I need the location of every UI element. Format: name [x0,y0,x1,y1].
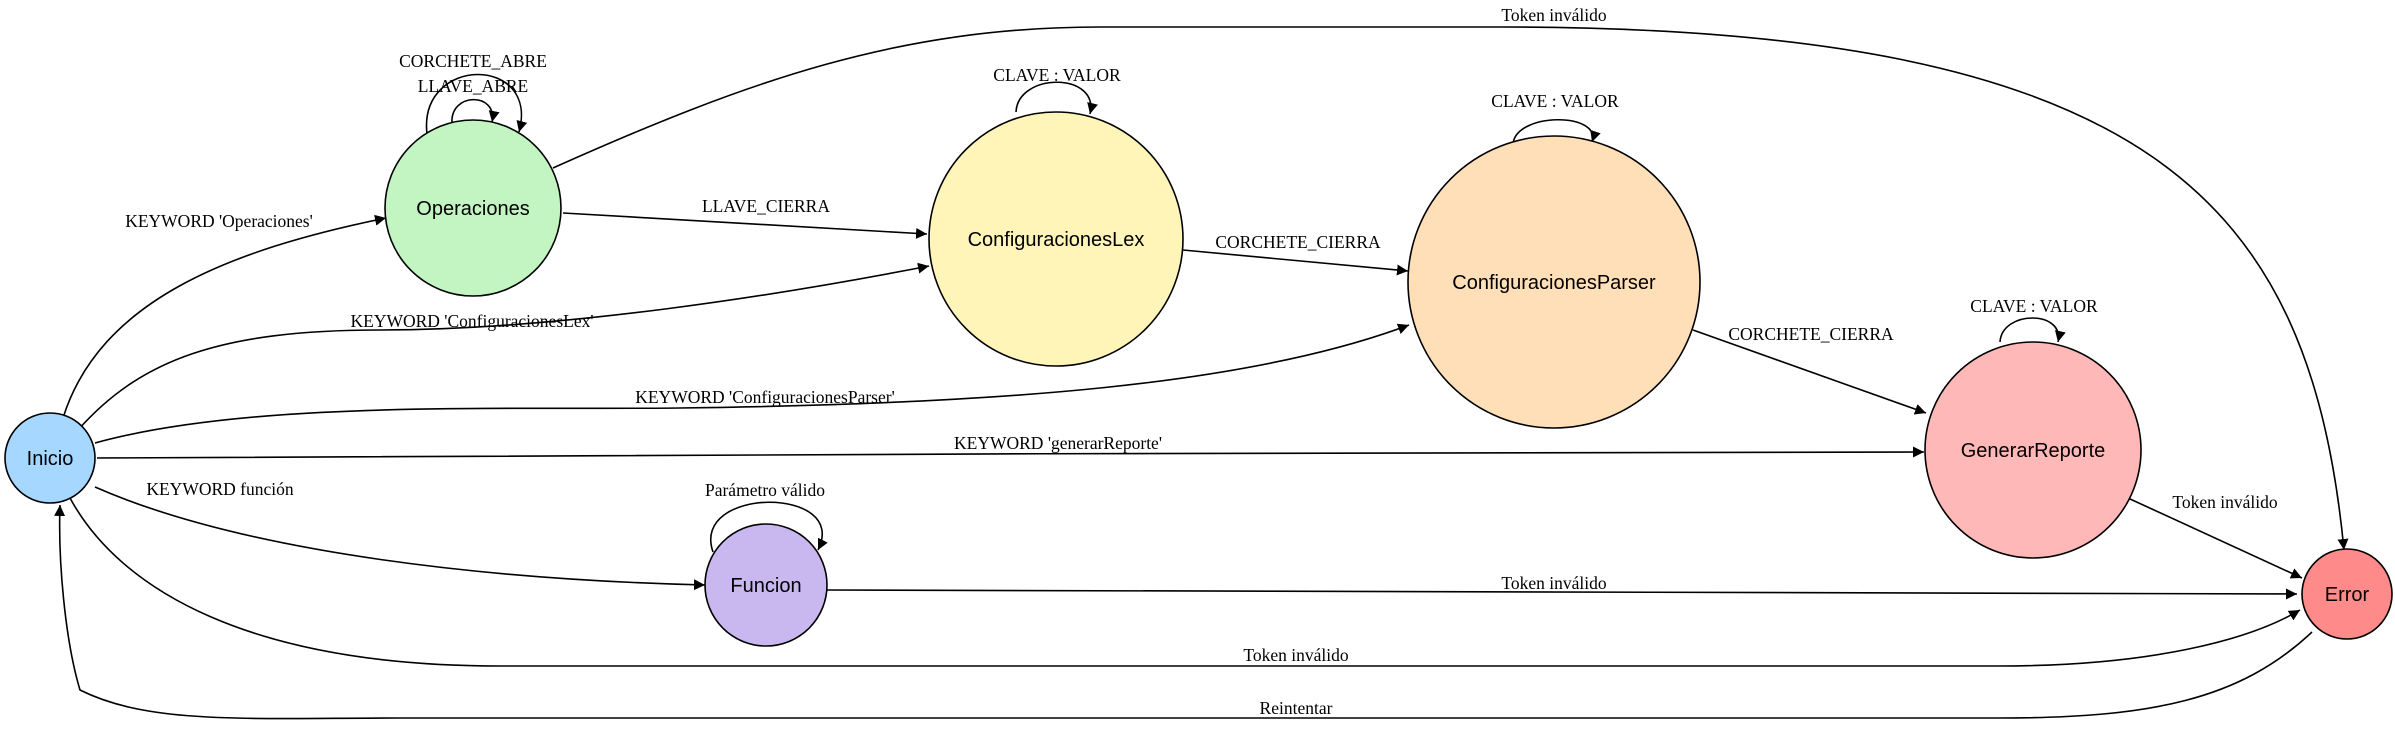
label-llave-cierra: LLAVE_CIERRA [702,196,830,216]
edge-funcion-error [825,588,2298,600]
edge-inicio-generar [96,446,1925,459]
node-confparser[interactable]: ConfiguracionesParser [1407,135,1701,429]
label-kw-conflex: KEYWORD 'ConfiguracionesLex' [351,311,594,331]
label-param-valido: Parámetro válido [705,480,825,500]
node-confparser-circle [1407,135,1701,429]
label-kw-confparser: KEYWORD 'ConfiguracionesParser' [635,387,895,407]
edge-labels: Token inválido CORCHETE_ABRE LLAVE_ABRE … [125,5,2278,718]
edge-inicio-confparser [94,323,1410,444]
edge-inicio-conflex [77,262,930,431]
edge-funcion-loop [709,501,828,553]
node-inicio-circle [4,412,96,504]
label-kw-generar: KEYWORD 'generarReporte' [954,433,1162,453]
label-kw-funcion: KEYWORD función [146,479,294,499]
edge-generar-loop [1999,317,2066,343]
node-operaciones-circle [384,119,562,297]
node-conflex-circle [928,111,1184,367]
node-confparser-label: ConfiguracionesParser [1452,272,1656,294]
label-conflex-loop: CLAVE : VALOR [993,65,1121,85]
label-corchete-abre: CORCHETE_ABRE [399,51,547,71]
edge-error-inicio [54,504,2313,720]
label-confparser-loop: CLAVE : VALOR [1491,91,1619,111]
node-funcion[interactable]: Funcion [704,523,828,647]
label-generar-error: Token inválido [2172,492,2277,512]
edge-conflex-loop [1015,81,1098,115]
edge-inicio-operaciones [62,214,387,419]
label-operaciones-error: Token inválido [1501,5,1606,25]
node-inicio[interactable]: Inicio [4,412,96,504]
nodes: Inicio Operaciones ConfiguracionesLex Co… [4,111,2393,647]
edge-inicio-funcion [94,486,706,591]
edge-confparser-loop [1512,119,1601,145]
label-generar-loop: CLAVE : VALOR [1970,296,2098,316]
label-reintentar: Reintentar [1260,698,1333,718]
label-corchete-cierra-lex: CORCHETE_CIERRA [1215,232,1381,252]
node-generar[interactable]: GenerarReporte [1924,341,2142,559]
label-corchete-cierra-parser: CORCHETE_CIERRA [1728,324,1894,344]
label-inicio-error: Token inválido [1243,645,1348,665]
edge-confparser-generar [1692,329,1927,415]
node-error-label: Error [2325,584,2370,606]
edge-generar-error [2116,492,2303,579]
node-funcion-label: Funcion [730,575,801,597]
node-conflex-label: ConfiguracionesLex [968,229,1145,251]
edge-conflex-confparser [1182,249,1409,276]
edge-operaciones-conflex [562,212,928,239]
node-operaciones-label: Operaciones [416,198,529,220]
label-funcion-error: Token inválido [1501,573,1606,593]
node-conflex[interactable]: ConfiguracionesLex [928,111,1184,367]
edge-inicio-error [69,497,2301,667]
node-generar-label: GenerarReporte [1961,440,2106,462]
edge-operaciones-loop-corchete [425,73,528,135]
node-error-circle [2301,548,2393,640]
node-operaciones[interactable]: Operaciones [384,119,562,297]
node-error[interactable]: Error [2301,548,2393,640]
label-llave-abre: LLAVE_ABRE [418,76,529,96]
label-kw-operaciones: KEYWORD 'Operaciones' [125,211,313,231]
node-funcion-circle [704,523,828,647]
edge-operaciones-loop-llave [451,98,500,124]
edge-operaciones-error [552,26,2349,551]
node-generar-circle [1924,341,2142,559]
edges [54,26,2349,720]
node-inicio-label: Inicio [27,448,74,470]
